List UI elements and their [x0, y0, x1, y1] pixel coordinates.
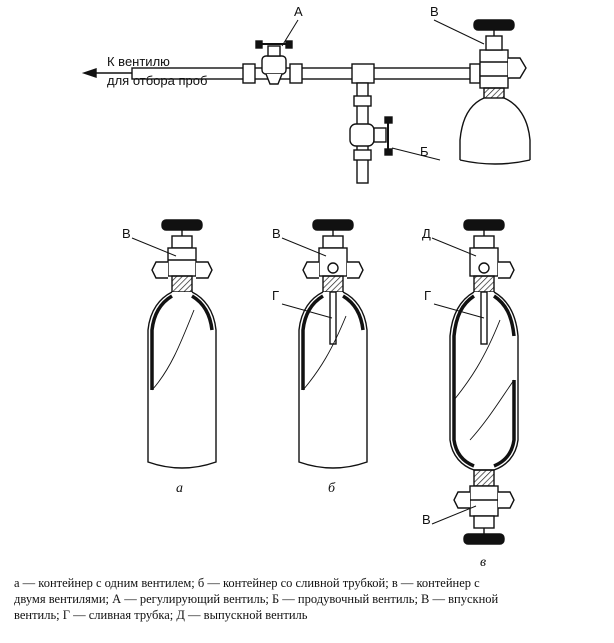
sampling-line-assembly — [81, 19, 531, 184]
label-valve-v-b: В — [272, 226, 281, 241]
cylinder-top-dome — [459, 97, 531, 160]
label-tube-g-v: Г — [424, 288, 431, 303]
pipe-fitting-mid — [289, 63, 303, 84]
leader-valve-v-top — [433, 19, 485, 45]
leader-valve-v-bottom — [431, 505, 477, 525]
diagram-figure: К вентилю для отбора проб А Б В В а — [81, 4, 531, 570]
leader-valve-v-b — [281, 237, 327, 257]
top-labels: К вентилю для отбора проб А Б В — [107, 4, 485, 161]
leader-tube-g-v — [433, 303, 485, 319]
purge-valve-b — [349, 116, 393, 156]
tee-fitting — [351, 63, 375, 84]
label-outlet-line2: для отбора проб — [107, 73, 207, 88]
caption-line-1: а — контейнер с одним вентилем; б — конт… — [14, 576, 480, 590]
leader-valve-b — [391, 147, 441, 161]
sublabel-a: а — [176, 481, 183, 496]
leader-valve-a — [281, 19, 299, 47]
pipe-fitting-left — [242, 63, 256, 84]
label-valve-d: Д — [422, 226, 431, 241]
label-valve-v-bottom: В — [422, 512, 431, 527]
caption-line-3: вентиль; Г — сливная трубка; Д — выпускн… — [14, 608, 308, 622]
container-v — [449, 219, 519, 545]
sublabel-v: в — [480, 555, 486, 570]
sublabel-b: б — [328, 481, 336, 496]
label-valve-v-top: В — [430, 4, 439, 19]
label-valve-b: Б — [420, 144, 429, 159]
label-valve-v-a: В — [122, 226, 131, 241]
container-b — [298, 219, 368, 469]
caption-line-2: двумя вентилями; А — регулирующий вентил… — [14, 592, 499, 606]
branch-fitting-top — [353, 95, 372, 107]
label-valve-a: А — [294, 4, 303, 19]
leader-valve-v-a — [131, 237, 177, 257]
outlet-arrowhead — [81, 68, 97, 78]
label-outlet-line1: К вентилю — [107, 54, 170, 69]
label-tube-g-b: Г — [272, 288, 279, 303]
cylinder-top-bottom — [459, 159, 531, 165]
figure-caption: а — контейнер с одним вентилем; б — конт… — [14, 575, 604, 623]
branch-fitting-low — [353, 149, 372, 161]
container-a — [147, 219, 217, 469]
leader-tube-g-b — [281, 303, 333, 319]
leader-valve-d — [431, 237, 477, 257]
inlet-valve-v-top — [469, 19, 527, 99]
regulating-valve-a — [255, 40, 293, 85]
